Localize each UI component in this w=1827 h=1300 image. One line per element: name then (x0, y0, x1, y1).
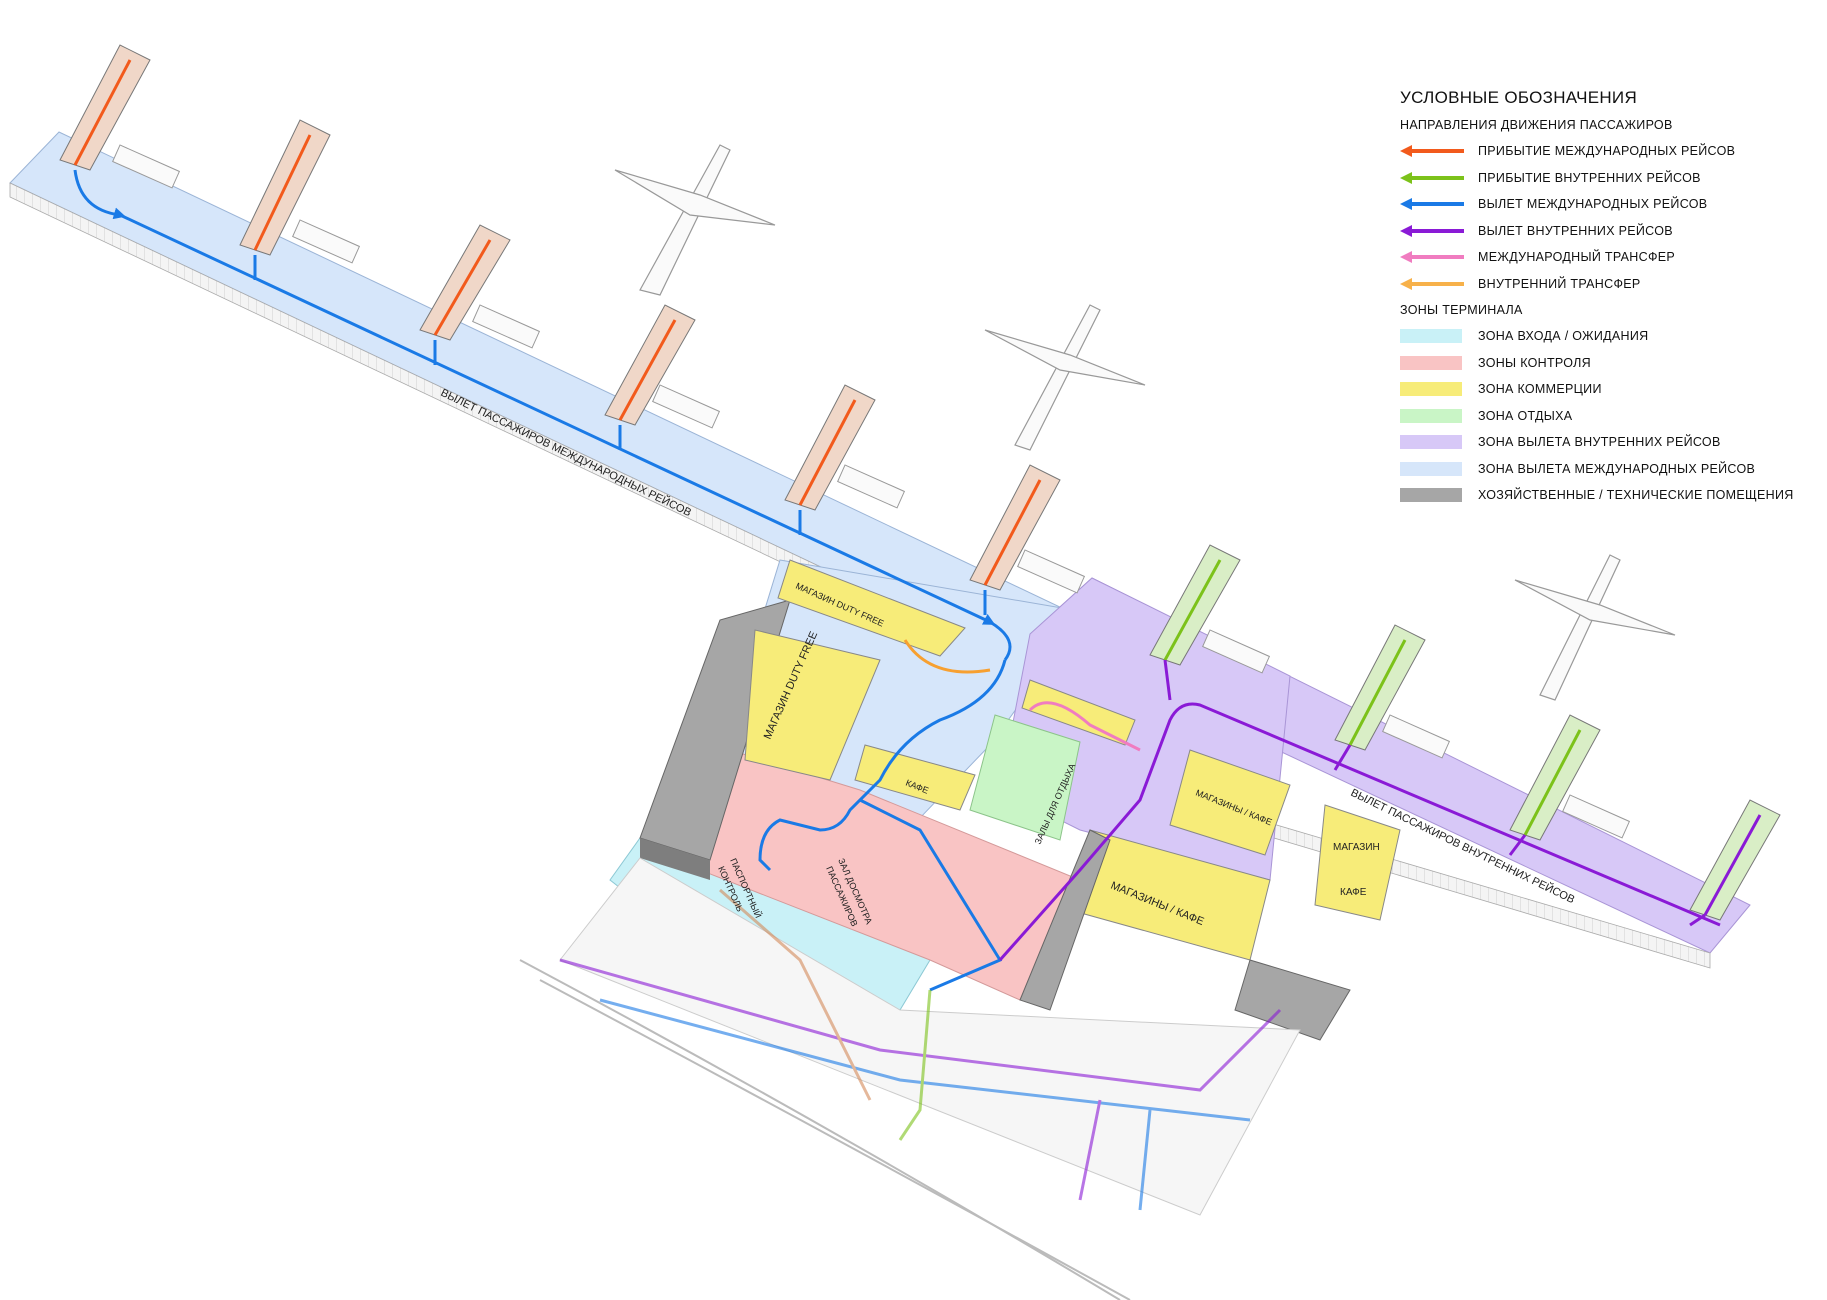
legend-flow-label: ПРИБЫТИЕ МЕЖДУНАРОДНЫХ РЕЙСОВ (1478, 144, 1736, 159)
zone-swatch (1400, 435, 1462, 450)
legend-flow-label: ПРИБЫТИЕ ВНУТРЕННИХ РЕЙСОВ (1478, 170, 1701, 185)
zone-swatch (1400, 382, 1462, 397)
legend-zone-item: ЗОНА ВЫЛЕТА ВНУТРЕННИХ РЕЙСОВ (1400, 429, 1800, 456)
flows-list: ПРИБЫТИЕ МЕЖДУНАРОДНЫХ РЕЙСОВ ПРИБЫТИЕ ВН… (1400, 138, 1800, 297)
gate-1 (59, 44, 151, 171)
intl-gates (59, 44, 1061, 591)
zone-swatch (1400, 355, 1462, 370)
legend-zone-label: ЗОНА ВЫЛЕТА МЕЖДУНАРОДНЫХ РЕЙСОВ (1478, 461, 1756, 476)
gate-7 (1149, 544, 1241, 666)
legend: УСЛОВНЫЕ ОБОЗНАЧЕНИЯ НАПРАВЛЕНИЯ ДВИЖЕНИ… (1400, 88, 1800, 509)
arrow-icon (1400, 144, 1466, 158)
arrow-icon (1400, 277, 1466, 291)
legend-zone-item: ЗОНА ВЫЛЕТА МЕЖДУНАРОДНЫХ РЕЙСОВ (1400, 456, 1800, 483)
legend-zone-label: ЗОНА ВХОДА / ОЖИДАНИЯ (1478, 329, 1649, 344)
legend-zone-item: ЗОНА КОММЕРЦИИ (1400, 376, 1800, 403)
zones-list: ЗОНА ВХОДА / ОЖИДАНИЯ ЗОНЫ КОНТРОЛЯ ЗОНА К… (1400, 323, 1800, 509)
flow-intl-departure (73, 169, 1012, 992)
flow-intl-transfer (1028, 701, 1141, 752)
arrow-icon (1400, 250, 1466, 264)
central-hub (559, 559, 1401, 1216)
legend-flow-item: ВЫЛЕТ МЕЖДУНАРОДНЫХ РЕЙСОВ (1400, 191, 1800, 218)
legend-zone-label: ЗОНА ВЫЛЕТА ВНУТРЕННИХ РЕЙСОВ (1478, 435, 1721, 450)
cafe-label-2: КАФЕ (1340, 887, 1367, 898)
zones-heading: ЗОНЫ ТЕРМИНАЛА (1400, 303, 1523, 317)
legend-zone-label: ХОЗЯЙСТВЕННЫЕ / ТЕХНИЧЕСКИЕ ПОМЕЩЕНИЯ (1478, 488, 1794, 503)
airplane-icon (614, 144, 1676, 701)
legend-zone-item: ЗОНА ОТДЫХА (1400, 403, 1800, 430)
arrow-icon (1400, 197, 1466, 211)
arrow-icon (1400, 224, 1466, 238)
flow-dom-departure (998, 659, 1721, 961)
legend-flow-label: ВНУТРЕННИЙ ТРАНСФЕР (1478, 276, 1641, 291)
flows-heading: НАПРАВЛЕНИЯ ДВИЖЕНИЯ ПАССАЖИРОВ (1400, 118, 1673, 132)
legend-zone-label: ЗОНА ОТДЫХА (1478, 408, 1573, 423)
legend-zone-item: ХОЗЯЙСТВЕННЫЕ / ТЕХНИЧЕСКИЕ ПОМЕЩЕНИЯ (1400, 482, 1800, 509)
arrow-icon (1400, 171, 1466, 185)
legend-zone-item: ЗОНЫ КОНТРОЛЯ (1400, 350, 1800, 377)
legend-flow-item: ВНУТРЕННИЙ ТРАНСФЕР (1400, 271, 1800, 298)
zone-swatch (1400, 488, 1462, 503)
zone-swatch (1400, 408, 1462, 423)
zone-swatch (1400, 329, 1462, 344)
legend-flow-item: МЕЖДУНАРОДНЫЙ ТРАНСФЕР (1400, 244, 1800, 271)
legend-flow-label: ВЫЛЕТ МЕЖДУНАРОДНЫХ РЕЙСОВ (1478, 197, 1708, 212)
shop-label: МАГАЗИН (1333, 842, 1380, 853)
zone-swatch (1400, 461, 1462, 476)
legend-title: УСЛОВНЫЕ ОБОЗНАЧЕНИЯ (1400, 88, 1638, 107)
legend-flow-label: МЕЖДУНАРОДНЫЙ ТРАНСФЕР (1478, 250, 1676, 265)
gate-10 (1689, 799, 1781, 921)
legend-flow-label: ВЫЛЕТ ВНУТРЕННИХ РЕЙСОВ (1478, 223, 1673, 238)
gate-8 (1334, 624, 1426, 751)
legend-flow-item: ПРИБЫТИЕ МЕЖДУНАРОДНЫХ РЕЙСОВ (1400, 138, 1800, 165)
gate-9 (1509, 714, 1601, 841)
legend-flow-item: ВЫЛЕТ ВНУТРЕННИХ РЕЙСОВ (1400, 218, 1800, 245)
legend-zone-label: ЗОНЫ КОНТРОЛЯ (1478, 355, 1592, 370)
dom-gates (1149, 544, 1781, 921)
legend-zone-label: ЗОНА КОММЕРЦИИ (1478, 382, 1602, 397)
flow-domestic-transfer (903, 639, 991, 674)
legend-zone-item: ЗОНА ВХОДА / ОЖИДАНИЯ (1400, 323, 1800, 350)
road (519, 959, 1131, 1300)
legend-flow-item: ПРИБЫТИЕ ВНУТРЕННИХ РЕЙСОВ (1400, 165, 1800, 192)
flow-landside (559, 888, 1282, 1211)
